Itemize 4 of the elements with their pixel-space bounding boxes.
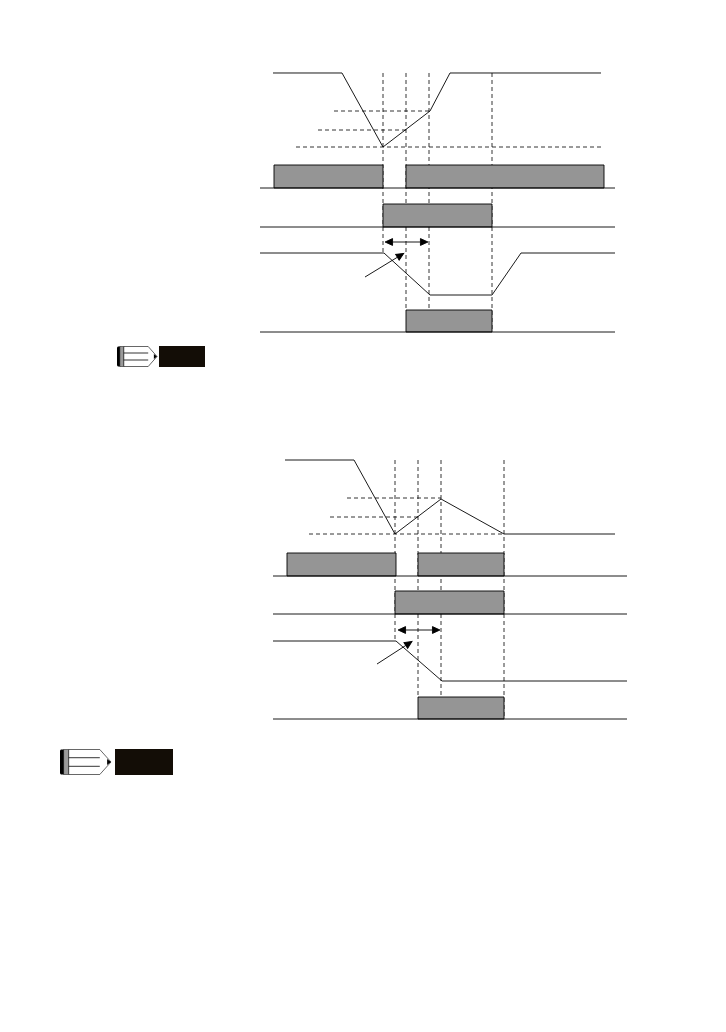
ramp-line xyxy=(383,252,431,296)
ramp-line xyxy=(395,640,443,682)
leader-arrow xyxy=(364,252,405,278)
leader-arrow xyxy=(376,640,413,665)
